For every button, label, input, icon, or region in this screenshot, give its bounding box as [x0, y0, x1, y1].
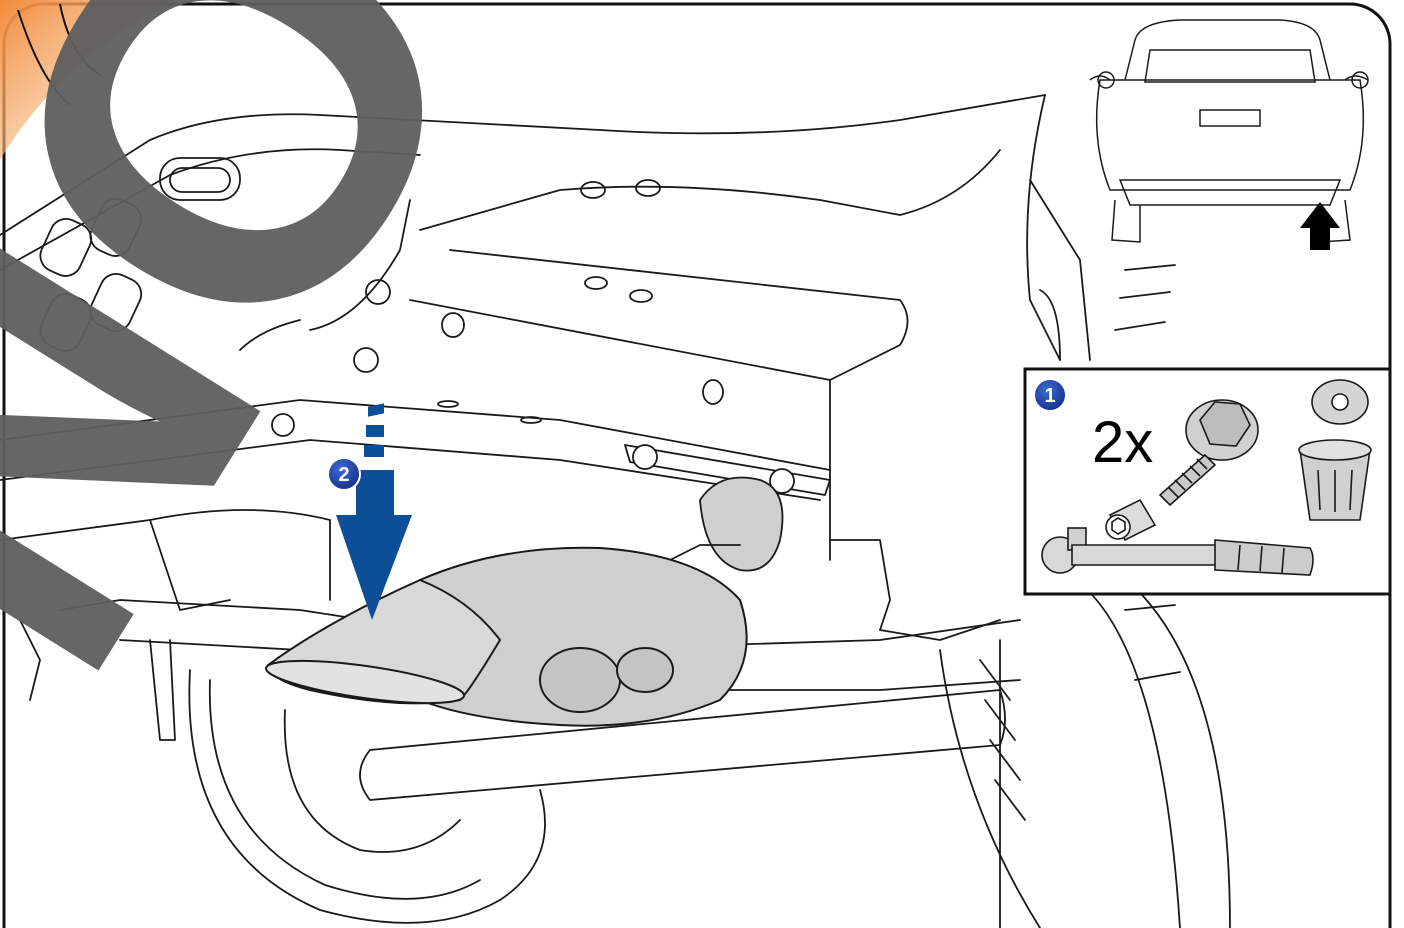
bolt-icon — [1158, 399, 1259, 507]
underbody-drawing — [0, 94, 1231, 928]
ratchet-icon — [1041, 527, 1314, 576]
lower-arrow — [336, 403, 412, 620]
corner-tab — [0, 0, 175, 160]
step-2-badge: 2 — [327, 457, 361, 491]
step-1-badge: 1 — [1033, 378, 1067, 412]
plug-cap-icon — [1298, 379, 1372, 521]
location-arrow — [1300, 202, 1340, 250]
step-2-number: 2 — [338, 464, 349, 486]
muffler — [264, 546, 748, 727]
step-1-number: 1 — [1044, 385, 1055, 407]
socket-icon — [1105, 498, 1157, 542]
vehicle-rear-thumbnail — [1089, 19, 1369, 243]
quantity-label: 2x — [1092, 410, 1153, 475]
parts-box: 1 2x — [1023, 367, 1392, 596]
